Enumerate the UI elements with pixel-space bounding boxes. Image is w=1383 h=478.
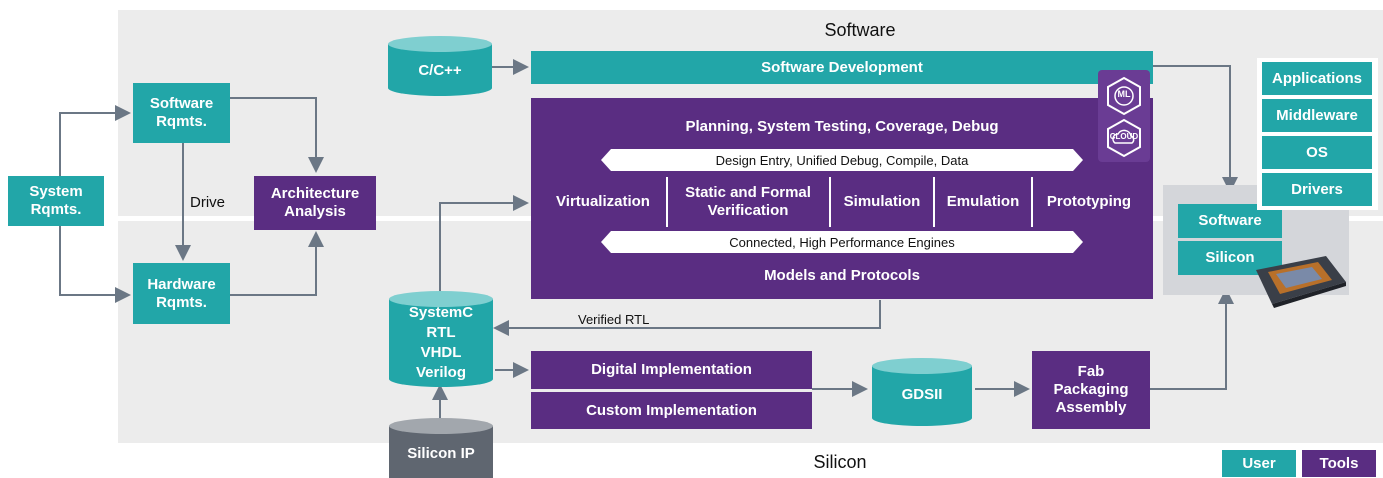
engine-divider bbox=[666, 177, 668, 227]
hdl-line-vhdl: VHDL bbox=[420, 344, 462, 361]
verified-rtl-label: Verified RTL bbox=[578, 312, 650, 327]
engines-band: Connected, High Performance Engines bbox=[729, 234, 955, 250]
stack-os: OS bbox=[1262, 136, 1372, 169]
stack-applications: Applications bbox=[1262, 62, 1372, 95]
architecture-analysis-box: Architecture Analysis bbox=[254, 176, 376, 230]
drive-label: Drive bbox=[190, 194, 226, 211]
software-rqmts-box: Software Rqmts. bbox=[133, 83, 230, 143]
engine-emulation: Emulation bbox=[946, 193, 1020, 210]
silicon-ip-label: Silicon IP bbox=[407, 445, 475, 462]
gdsii-label: GDSII bbox=[901, 386, 943, 403]
chip-icon bbox=[1256, 256, 1346, 308]
engine-prototyping: Prototyping bbox=[1046, 193, 1132, 210]
silicon-region-title: Silicon bbox=[813, 452, 867, 472]
software-region-title: Software bbox=[824, 20, 896, 40]
custom-implementation-box: Custom Implementation bbox=[531, 392, 812, 429]
design-entry-band: Design Entry, Unified Debug, Compile, Da… bbox=[715, 152, 969, 168]
engine-divider bbox=[933, 177, 935, 227]
c-cpp-label: C/C++ bbox=[418, 62, 462, 79]
ml-icon bbox=[1107, 76, 1141, 116]
stack-middleware: Middleware bbox=[1262, 99, 1372, 132]
engine-simulation: Simulation bbox=[843, 193, 921, 210]
engines-row: Virtualization Static and Formal Verific… bbox=[531, 173, 1153, 231]
design-entry-band-shape bbox=[601, 149, 1083, 171]
engine-static-formal: Static and Formal Verification bbox=[685, 184, 811, 219]
hdl-line-rtl: RTL bbox=[426, 324, 456, 341]
c-cpp-cylinder bbox=[388, 36, 492, 96]
legend-tools: Tools bbox=[1302, 450, 1376, 477]
hardware-rqmts-box: Hardware Rqmts. bbox=[133, 263, 230, 324]
software-development-bar: Software Development bbox=[531, 51, 1153, 84]
legend-user: User bbox=[1222, 450, 1296, 477]
engine-virtualization: Virtualization bbox=[556, 193, 650, 210]
planning-title: Planning, System Testing, Coverage, Debu… bbox=[685, 118, 999, 135]
engine-divider bbox=[829, 177, 831, 227]
models-protocols: Models and Protocols bbox=[764, 267, 920, 284]
system-rqmts-box: System Rqmts. bbox=[8, 176, 104, 226]
digital-implementation-box: Digital Implementation bbox=[531, 351, 812, 389]
hdl-line-systemc: SystemC bbox=[408, 304, 474, 321]
hdl-sources-cylinder bbox=[389, 291, 493, 387]
hdl-line-verilog: Verilog bbox=[415, 364, 467, 381]
cloud-badge-label: CLOUD bbox=[1109, 132, 1139, 141]
verification-platform bbox=[531, 98, 1153, 299]
engine-divider bbox=[1031, 177, 1033, 227]
cloud-icon bbox=[1107, 118, 1141, 158]
stack-drivers: Drivers bbox=[1262, 173, 1372, 206]
gdsii-cylinder bbox=[872, 358, 972, 426]
ml-cloud-badge-panel bbox=[1098, 70, 1150, 162]
fab-packaging-assembly-box: Fab Packaging Assembly bbox=[1032, 351, 1150, 429]
ml-badge-label: ML bbox=[1117, 89, 1131, 99]
engines-band-shape bbox=[601, 231, 1083, 253]
product-silicon-box: Silicon bbox=[1178, 241, 1282, 275]
silicon-ip-cylinder bbox=[389, 418, 493, 478]
hdl-sources-label: SystemC RTL VHDL Verilog bbox=[387, 303, 495, 383]
